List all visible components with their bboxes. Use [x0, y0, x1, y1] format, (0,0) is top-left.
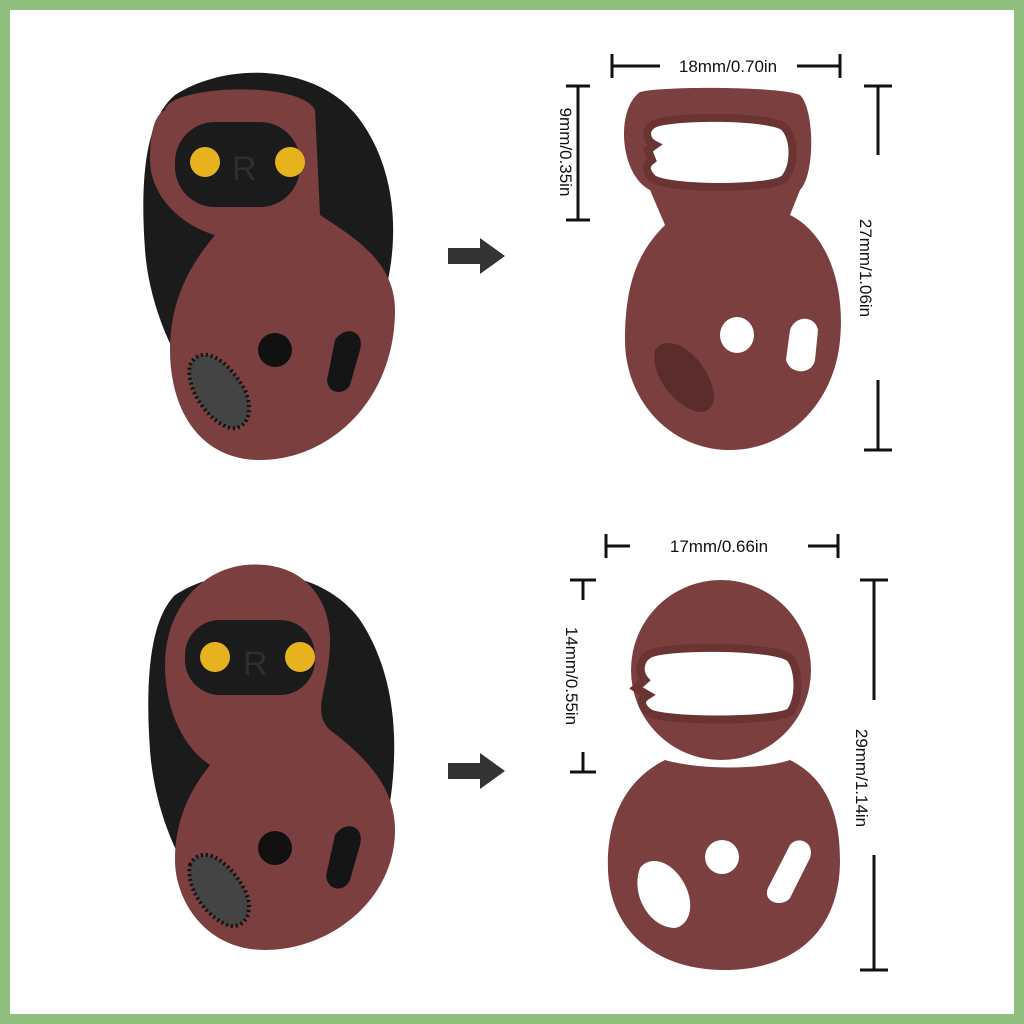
arrow-right-icon	[448, 753, 505, 789]
earbud-side-label: R	[243, 645, 268, 683]
dimension-width-bottom: 17mm/0.66in	[604, 534, 840, 558]
opening-label-bottom: 14mm/0.55in	[562, 627, 581, 725]
earbud-side-label: R	[232, 150, 257, 188]
dimension-height-top: 27mm/1.06in	[856, 84, 892, 452]
width-label-bottom: 17mm/0.66in	[670, 537, 768, 556]
opening-label-top: 9mm/0.35in	[556, 108, 575, 197]
dimension-height-bottom: 29mm/1.14in	[852, 578, 888, 972]
dimension-width-top: 18mm/0.70in	[610, 54, 842, 78]
arrow-right-icon	[448, 238, 505, 274]
dimension-opening-bottom: 14mm/0.55in	[562, 578, 596, 774]
height-label-top: 27mm/1.06in	[856, 219, 875, 317]
height-label-bottom: 29mm/1.14in	[852, 729, 871, 827]
earbud-with-cover-bottom: R	[148, 564, 395, 950]
dimension-opening-top: 9mm/0.35in	[556, 84, 590, 222]
earbud-with-cover-top: R	[143, 72, 395, 460]
ear-cover-top	[623, 87, 841, 451]
ear-cover-bottom	[607, 580, 840, 970]
width-label-top: 18mm/0.70in	[679, 57, 777, 76]
